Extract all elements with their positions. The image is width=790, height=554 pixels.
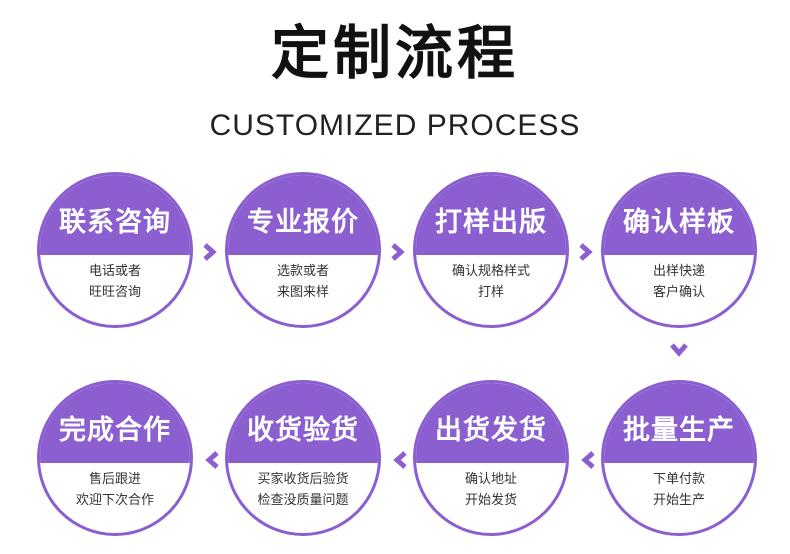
step-desc-line: 检查没质量问题 [257,493,349,508]
step-desc-line: 出样快递 [652,264,705,279]
step-desc-line: 打样 [477,285,504,300]
chevron-left-icon [202,450,222,470]
step-desc-line: 确认规格样式 [451,264,530,279]
step-title: 联系咨询 [59,206,171,238]
chevron-right-icon [388,242,408,262]
step-sample: 打样出版 确认规格样式 打样 [413,172,569,328]
chevron-left-icon [390,450,410,470]
page-subtitle: CUSTOMIZED PROCESS [209,109,581,142]
step-title: 打样出版 [435,206,547,238]
step-mass-production: 批量生产 下单付款 开始生产 [601,380,757,536]
step-desc-line: 电话或者 [88,264,141,279]
step-complete: 完成合作 售后跟进 欢迎下次合作 [37,380,193,536]
step-desc-line: 来图来样 [276,285,329,300]
step-desc-line: 下单付款 [652,472,705,487]
step-title: 出货发货 [435,414,547,446]
step-desc-line: 开始发货 [464,493,517,508]
page-title: 定制流程 [270,19,519,87]
step-contact: 联系咨询 电话或者 旺旺咨询 [37,172,193,328]
step-desc-line: 欢迎下次合作 [75,493,154,508]
chevron-right-icon [200,242,220,262]
step-desc-line: 开始生产 [652,493,705,508]
step-title: 完成合作 [59,414,171,446]
step-desc-line: 买家收货后验货 [257,472,349,487]
step-title: 收货验货 [247,414,359,446]
step-desc-line: 选款或者 [276,264,329,279]
step-desc-line: 售后跟进 [88,472,141,487]
chevron-right-icon [576,242,596,262]
step-shipping: 出货发货 确认地址 开始发货 [413,380,569,536]
step-desc-line: 旺旺咨询 [88,285,141,300]
step-inspection: 收货验货 买家收货后验货 检查没质量问题 [225,380,381,536]
chevron-left-icon [578,450,598,470]
step-quote: 专业报价 选款或者 来图来样 [225,172,381,328]
step-title: 确认样板 [623,206,735,238]
step-desc-line: 客户确认 [652,285,705,300]
step-desc-line: 确认地址 [464,472,517,487]
step-title: 专业报价 [247,206,359,238]
step-title: 批量生产 [623,414,735,446]
step-confirm-sample: 确认样板 出样快递 客户确认 [601,172,757,328]
chevron-down-icon [669,340,689,360]
